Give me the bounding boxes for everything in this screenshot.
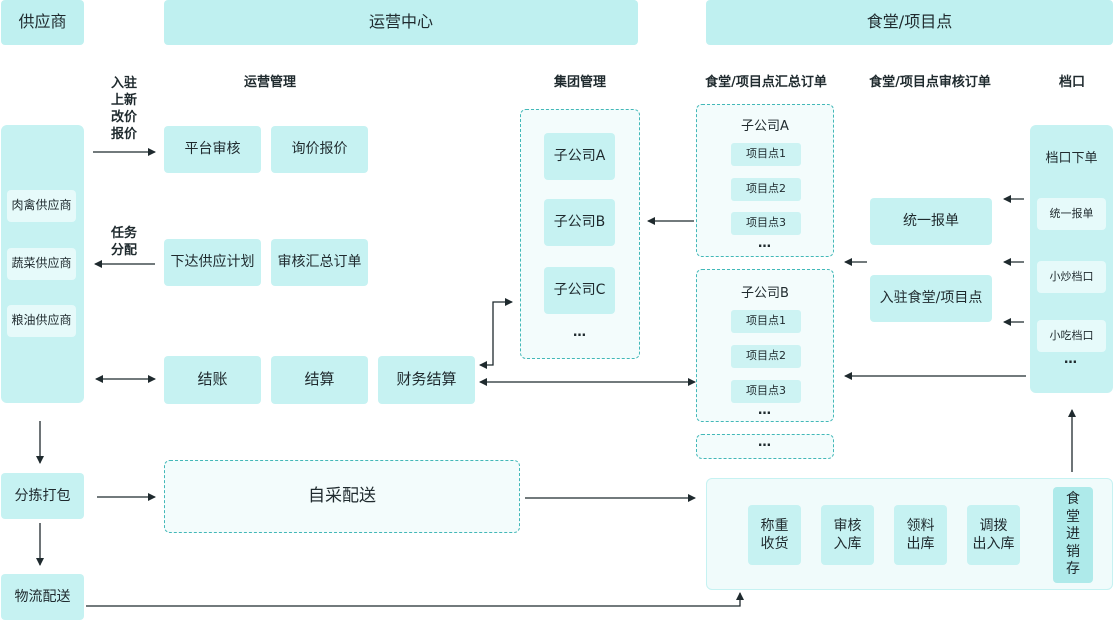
arrow-logistics-warehouse — [86, 593, 740, 606]
arrow-finance-group — [480, 302, 512, 365]
